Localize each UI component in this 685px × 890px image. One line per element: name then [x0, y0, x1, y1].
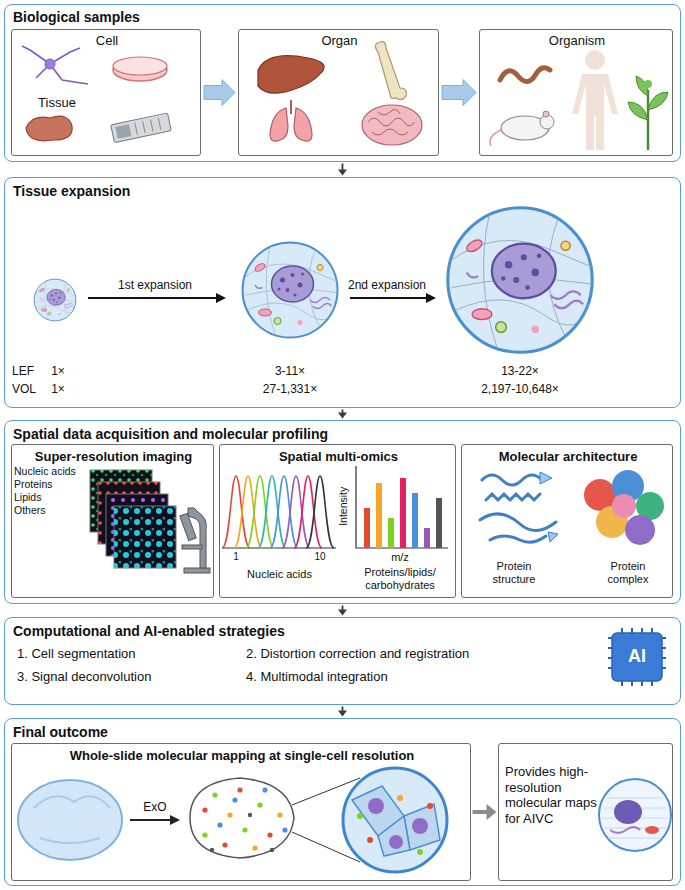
heading-text: Molecular architecture: [462, 449, 674, 465]
ai-chip-icon: [608, 628, 666, 686]
connector: [338, 413, 347, 419]
channel-label: Proteins: [14, 478, 88, 491]
panel: Biological samplesCellTissue Organ Organis…: [4, 4, 681, 162]
heading-text: Whole-slide molecular mapping at single-…: [14, 748, 470, 764]
sample-box: Organ: [238, 29, 439, 156]
heading-text: Super-resolution imaging: [12, 449, 215, 465]
heading-text: Tissue expansion: [13, 183, 413, 200]
body-text: 2. Distortion correction and registratio…: [246, 646, 596, 662]
heading-text: Organism: [480, 33, 674, 49]
connector: [442, 80, 476, 106]
multiomics-plots: [222, 466, 448, 548]
cell-icons: [22, 46, 171, 143]
connector: [338, 170, 347, 176]
factor-value: 1×: [38, 364, 78, 378]
axis-title: Intensity: [337, 476, 350, 536]
plot-caption: Nucleic acids: [222, 568, 337, 581]
method-box: Molecular architecture: [461, 444, 673, 598]
whole-slide-map: [18, 768, 447, 872]
connector: [338, 711, 347, 717]
sample-box: Organism: [479, 29, 673, 156]
sample-box: CellTissue: [11, 29, 201, 156]
super-resolution-stack: [90, 470, 210, 573]
connector: [473, 810, 488, 814]
heading-text: Cell: [12, 33, 202, 49]
body-text: 4. Multimodal integration: [246, 669, 596, 685]
axis-title: m/z: [380, 551, 420, 564]
heading-text: Spatial multi-omics: [220, 449, 457, 465]
panel: Final outcomeWhole-slide molecular mappi…: [4, 718, 681, 886]
channel-label: Others: [14, 504, 88, 517]
body-text: 1. Cell segmentation: [17, 646, 237, 662]
step-label: 2nd expansion: [332, 278, 442, 292]
expansion-cells: [34, 208, 593, 352]
heading-text: Computational and AI-enabled strategies: [13, 623, 513, 640]
axis-tick: 10: [310, 551, 330, 563]
method-box: Spatial multi-omics: [219, 444, 456, 598]
channel-label: Lipids: [14, 491, 88, 504]
heading-text: Organ: [239, 33, 440, 49]
connector: [342, 164, 344, 171]
organism-icons: [490, 50, 668, 150]
figure-caption: Protein complex: [592, 560, 664, 586]
connector: [204, 80, 235, 106]
plot-caption: Proteins/lipids/ carbohydrates: [345, 566, 455, 592]
axis-tick: 1: [226, 551, 246, 563]
virtual-cell-icon: [599, 779, 671, 851]
factor-value: 3-11×: [230, 364, 350, 378]
body-text: 3. Signal deconvolution: [17, 669, 237, 685]
factor-value: 1×: [38, 382, 78, 396]
heading-text: Biological samples: [13, 9, 413, 26]
heading-text: Provides high- resolution molecular maps…: [505, 764, 605, 826]
factor-value: 2,197-10,648×: [450, 382, 590, 396]
heading-text: Spatial data acquisition and molecular p…: [13, 426, 513, 443]
step-label: ExO: [130, 800, 180, 814]
panel: Tissue expansion: [4, 177, 681, 408]
body-text: Tissue: [17, 95, 97, 111]
method-box: Super-resolution imaging: [11, 444, 214, 598]
step-label: 1st expansion: [100, 278, 210, 292]
figure-caption: Protein structure: [478, 560, 550, 586]
connector: [338, 610, 347, 616]
row-label: LEF: [12, 364, 46, 378]
panel: Spatial data acquisition and molecular p…: [4, 420, 681, 604]
channel-label: Nucleic acids: [14, 465, 88, 478]
row-label: VOL: [12, 382, 46, 396]
organ-icons: [258, 42, 422, 145]
protein-drawings: [480, 470, 664, 545]
outcome-box: Provides high- resolution molecular maps…: [498, 743, 673, 881]
panel: Computational and AI-enabled strategies 1…: [4, 617, 681, 705]
icon-text: AI: [612, 646, 662, 668]
factor-value: 27-1,331×: [230, 382, 350, 396]
factor-value: 13-22×: [450, 364, 590, 378]
heading-text: Final outcome: [13, 724, 413, 741]
outcome-box: Whole-slide molecular mapping at single-…: [11, 743, 471, 881]
connector: [487, 804, 497, 820]
